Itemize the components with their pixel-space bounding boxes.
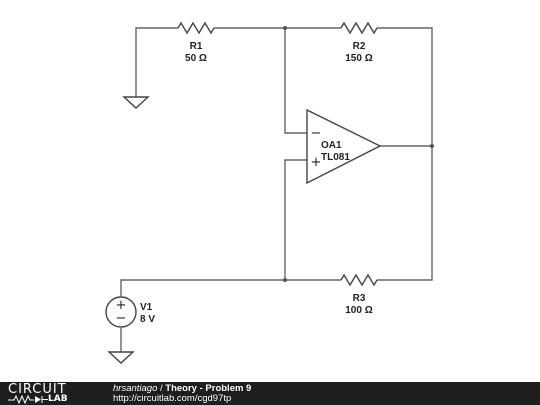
project-title-line: hrsantiago / Theory - Problem 9: [113, 384, 251, 394]
ground-icon: [107, 351, 135, 364]
opamp-noninverting-sign: +: [311, 155, 322, 170]
resistor-r1[interactable]: R1 50 Ω: [177, 21, 215, 64]
voltage-source-v1[interactable]: + − V1 8 V: [105, 296, 155, 328]
logo-text-bottom: LAB: [48, 394, 68, 404]
wire-noninverting-to-node-b: [284, 159, 307, 280]
voltage-source-circle: [105, 296, 137, 328]
resistor-r2-symbol: [340, 21, 378, 35]
voltage-source-plus: +: [116, 298, 127, 313]
resistor-r2-id: R2: [353, 41, 366, 52]
footer-bar: CIRCUIT LAB hrsantiago / Theory - Proble…: [0, 382, 540, 405]
voltage-source-minus: −: [116, 311, 127, 326]
author-link[interactable]: hrsantiago: [113, 383, 158, 394]
project-url[interactable]: http://circuitlab.com/cgd97tp: [113, 393, 232, 404]
resistor-r3-symbol: [340, 273, 378, 287]
resistor-r3[interactable]: R3 100 Ω: [340, 273, 378, 316]
opamp-part: TL081: [321, 152, 350, 163]
resistor-r3-id: R3: [353, 293, 366, 304]
voltage-source-value: 8 V: [140, 314, 155, 325]
node-junction-b: [283, 278, 287, 282]
ground-icon: [122, 96, 150, 109]
circuit-schematic: R1 50 Ω R2 150 Ω R3 100 Ω − + OA1 TL081 …: [105, 21, 434, 364]
circuitlab-logo[interactable]: CIRCUIT LAB: [8, 383, 108, 404]
opamp-triangle: [306, 108, 382, 185]
project-title: Theory - Problem 9: [165, 383, 252, 394]
resistor-r1-symbol: [177, 21, 215, 35]
resistor-r3-value: 100 Ω: [345, 305, 372, 316]
logo-text-top: CIRCUIT: [8, 382, 67, 397]
opamp-id: OA1: [321, 140, 342, 151]
wires: [120, 27, 433, 352]
logo-resistor-icon: [8, 395, 48, 404]
wire-node-b-to-source: [120, 279, 285, 296]
wire-r1-to-ground: [135, 27, 178, 97]
resistor-r1-id: R1: [190, 41, 203, 52]
opamp-oa1[interactable]: − + OA1 TL081: [306, 108, 382, 185]
resistor-r2-value: 150 Ω: [345, 53, 372, 64]
resistor-r1-value: 50 Ω: [185, 53, 207, 64]
node-junction-a: [283, 26, 287, 30]
node-junction-output: [430, 144, 434, 148]
wire-node-a-to-inverting: [284, 28, 307, 134]
title-separator: /: [157, 383, 166, 394]
wire-r2-to-output: [377, 27, 433, 281]
opamp-inverting-sign: −: [311, 126, 322, 141]
voltage-source-id: V1: [140, 302, 153, 313]
resistor-r2[interactable]: R2 150 Ω: [340, 21, 378, 64]
